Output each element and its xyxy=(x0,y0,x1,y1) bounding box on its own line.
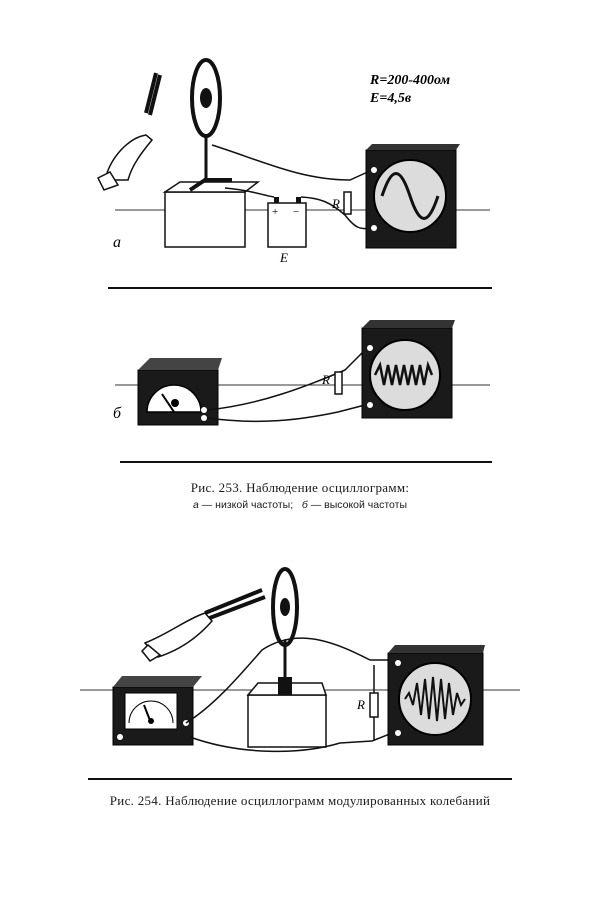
high-frequency-wave xyxy=(373,360,434,386)
figure-253-caption: Рис. 253. Наблюдение осциллограмм: xyxy=(190,480,410,495)
panel-letter-a: а xyxy=(113,234,121,251)
subcaption-text-a: — низкой частоты; xyxy=(198,499,294,511)
resistor-icon xyxy=(334,371,343,395)
oscilloscope-icon xyxy=(361,320,455,419)
figure-254: R xyxy=(80,567,520,780)
resistor-label: R xyxy=(356,697,365,712)
battery-icon: + − xyxy=(267,197,307,248)
battery-plus-label: + xyxy=(272,206,278,218)
oscilloscope-icon xyxy=(387,645,485,746)
figure-253-subcaption: а — низкой частоты; б — высокой частоты xyxy=(0,499,600,511)
panel-letter-b: б xyxy=(113,405,122,422)
stand-with-wheel-icon xyxy=(162,58,261,248)
tuning-fork-icon xyxy=(96,72,162,191)
signal-generator-icon xyxy=(137,358,222,426)
resistor-label: R xyxy=(321,372,330,387)
figure-253a: + − E R R=200-400ом E=4,5в а xyxy=(96,58,492,289)
resistor-icon xyxy=(343,191,352,215)
subcaption-letter-a: а xyxy=(192,499,199,511)
battery-minus-label: − xyxy=(293,206,299,218)
resistance-value: R=200-400ом xyxy=(369,73,450,88)
resistor-label: R xyxy=(331,196,340,211)
figure-254-caption: Рис. 254. Наблюдение осциллограмм модули… xyxy=(109,793,491,808)
tuning-fork-icon xyxy=(140,588,266,662)
battery-label: E xyxy=(279,250,288,265)
resistor-icon xyxy=(369,692,379,718)
stand-with-wheel-icon xyxy=(246,567,328,748)
figure-253b: R б xyxy=(113,320,492,463)
subcaption-letter-b: б xyxy=(301,499,308,511)
voltage-value: E=4,5в xyxy=(369,91,412,106)
signal-generator-icon xyxy=(112,676,202,746)
low-frequency-wave xyxy=(380,172,440,220)
subcaption-text-b: — высокой частоты xyxy=(307,499,407,511)
oscilloscope-icon xyxy=(365,144,460,249)
modulated-wave xyxy=(404,676,466,722)
